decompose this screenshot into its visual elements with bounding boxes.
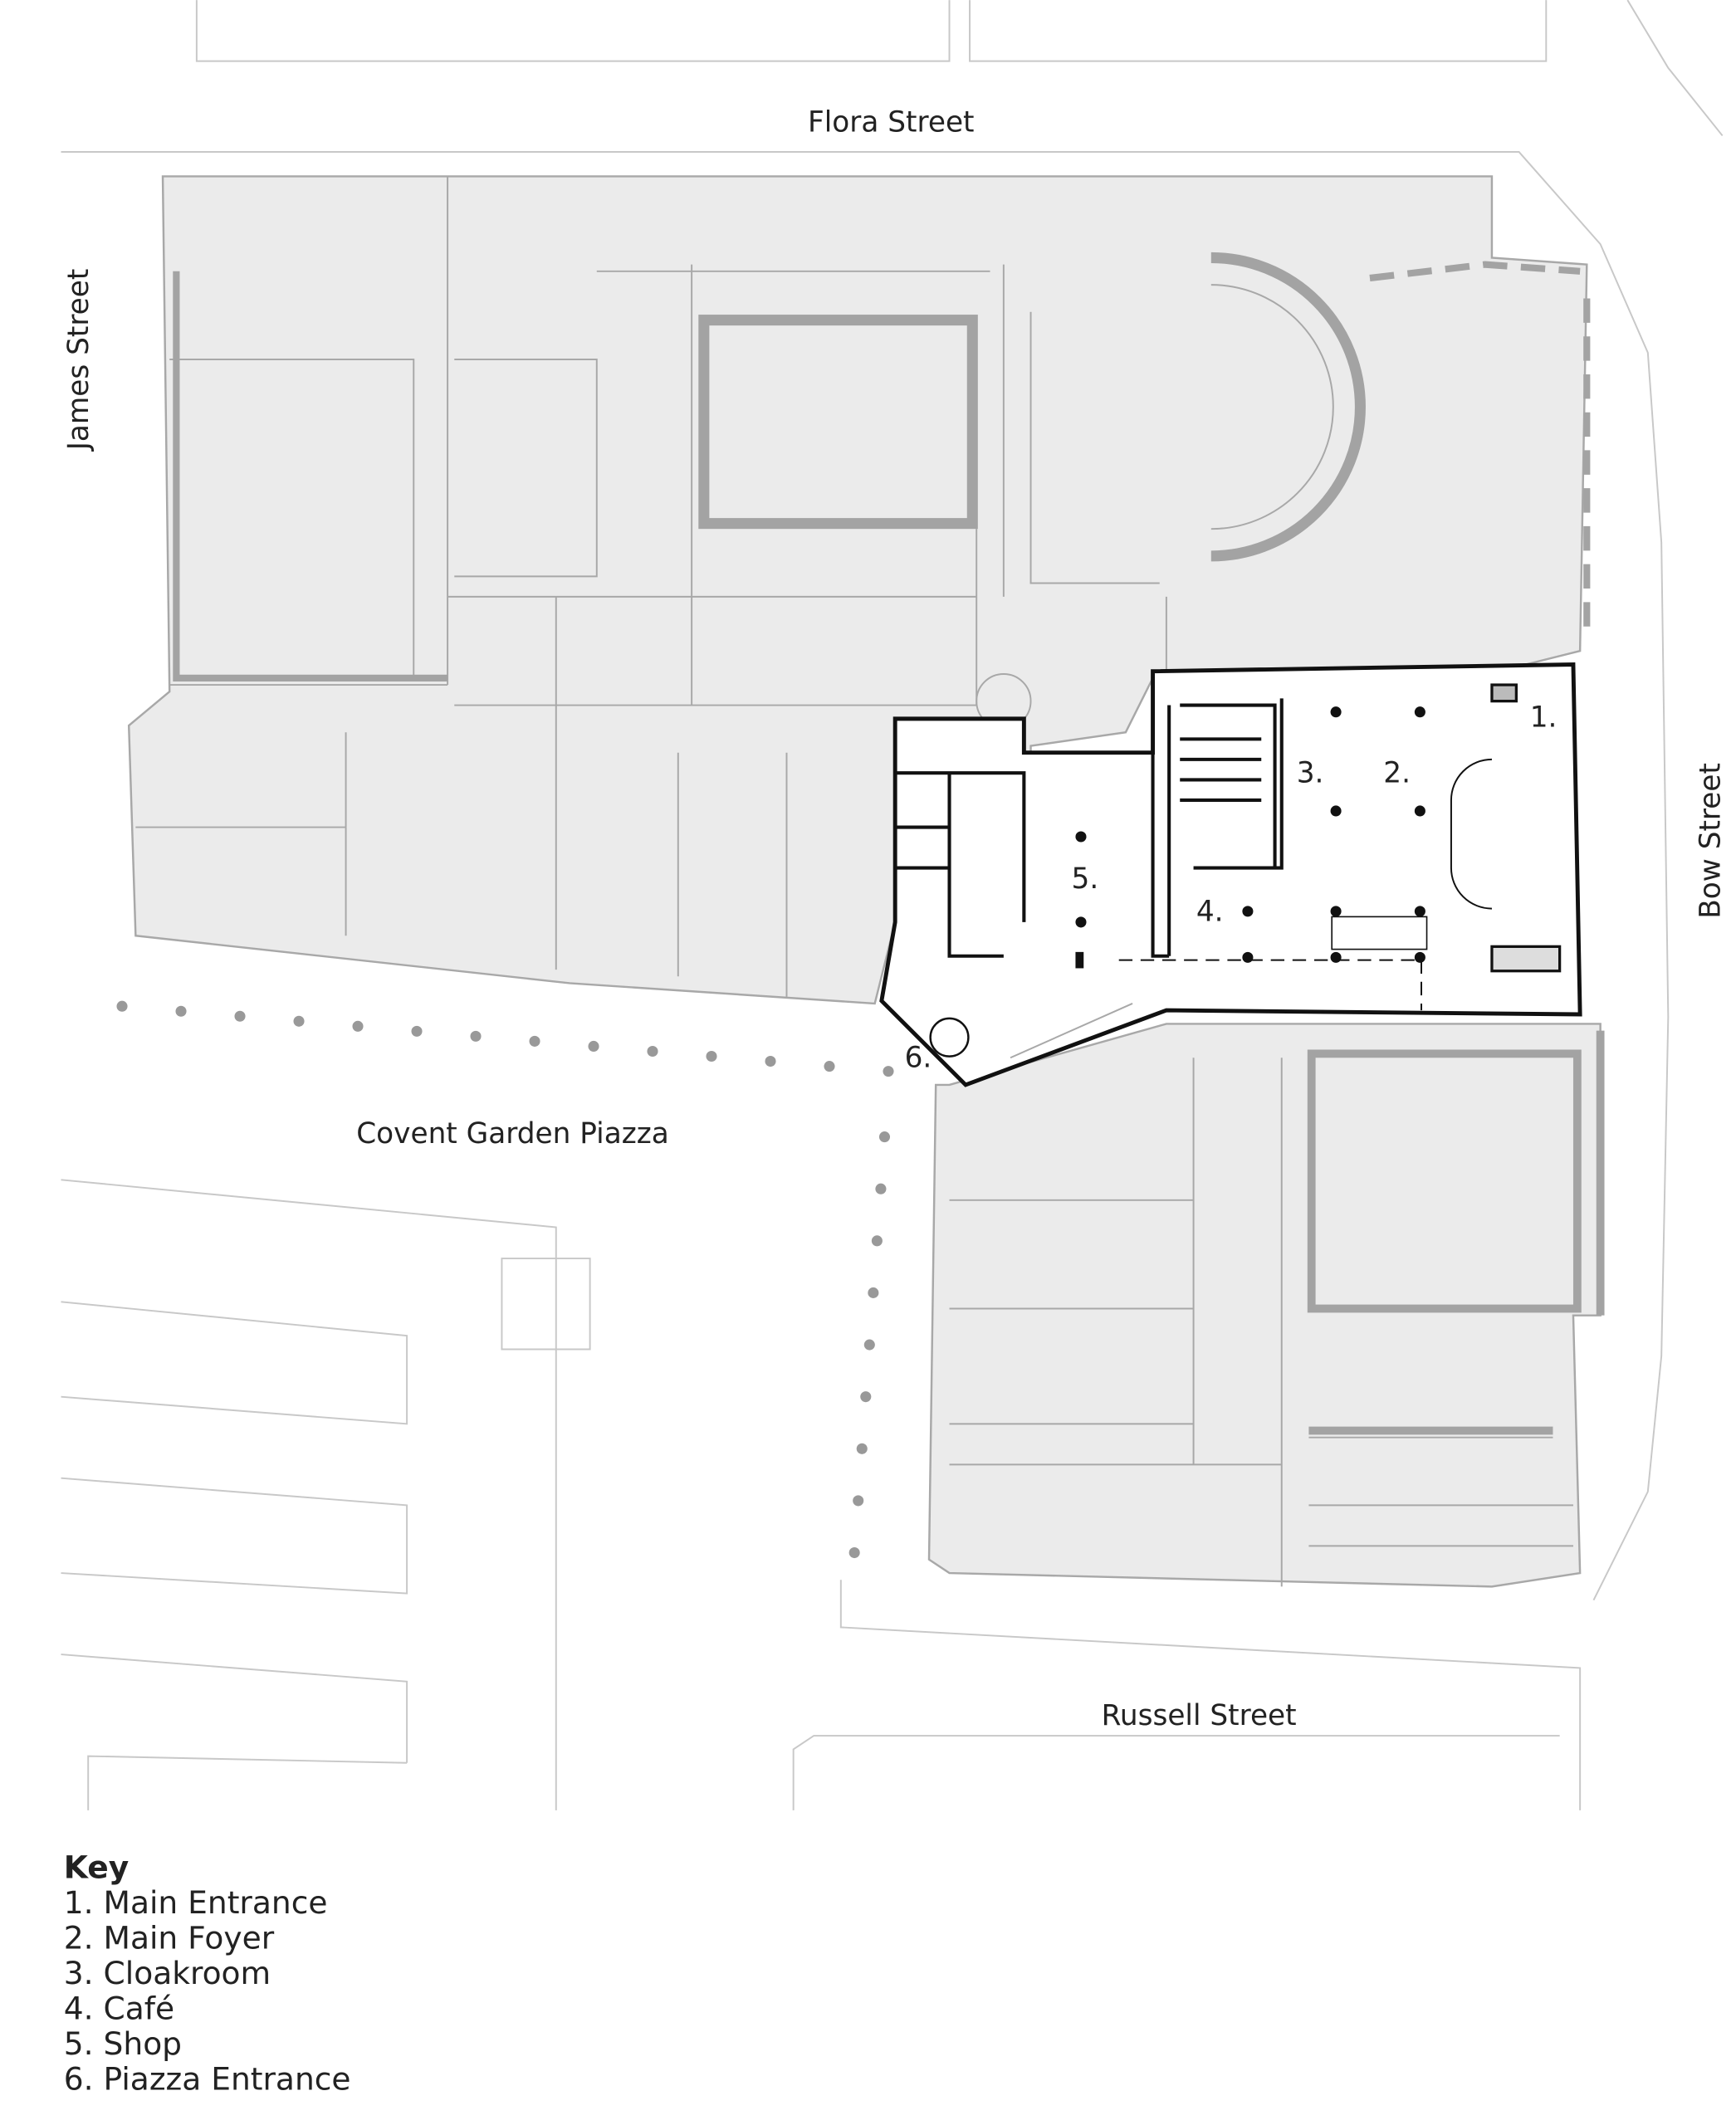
foyer-area — [879, 662, 1582, 1087]
colonnade-post — [706, 1050, 717, 1062]
key-item: 6. Piazza Entrance — [64, 2060, 351, 2097]
label-cafe: 4. — [1196, 895, 1224, 928]
key-item: 3. Cloakroom — [64, 1955, 271, 1991]
key-legend: Key 1. Main Entrance 2. Main Foyer 3. Cl… — [64, 1849, 351, 2098]
colonnade-post — [175, 1005, 187, 1017]
colonnade-post — [765, 1056, 776, 1067]
shop-column — [1075, 951, 1084, 969]
column — [1242, 951, 1254, 963]
south-walls — [949, 1030, 1605, 1587]
column — [1414, 805, 1425, 817]
column — [1330, 805, 1342, 817]
column — [1330, 951, 1342, 963]
foyer-walls — [895, 677, 1562, 1059]
colonnade-post — [856, 1443, 868, 1454]
colonnade-post — [860, 1391, 872, 1403]
column — [1414, 706, 1425, 718]
street-context — [61, 0, 1724, 1810]
interior-walls — [135, 176, 1591, 997]
street-label-bow: Bow Street — [1694, 763, 1727, 919]
key-item: 1. Main Entrance — [64, 1884, 328, 1921]
colonnade-post — [871, 1235, 883, 1247]
label-main-entrance: 1. — [1530, 701, 1558, 735]
colonnade-post — [875, 1183, 887, 1194]
street-label-flora: Flora Street — [808, 106, 974, 139]
colonnade-post — [863, 1339, 875, 1351]
key-item: 4. Café — [64, 1991, 174, 2027]
column — [1330, 906, 1342, 917]
colonnade-post — [868, 1287, 879, 1298]
label-shop: 5. — [1072, 862, 1099, 896]
street-label-russell: Russell Street — [1102, 1699, 1297, 1732]
piazza-label: Covent Garden Piazza — [356, 1117, 669, 1150]
column — [1075, 916, 1087, 928]
colonnade-post — [647, 1045, 658, 1058]
key-item: 5. Shop — [64, 2025, 182, 2062]
colonnade-post — [470, 1030, 482, 1042]
colonnade-post — [848, 1547, 860, 1559]
colonnade-post — [234, 1010, 246, 1022]
colonnade-post — [853, 1495, 864, 1507]
colonnade-post — [588, 1040, 599, 1052]
column — [1414, 951, 1425, 963]
column — [1414, 906, 1425, 917]
colonnade-post — [529, 1035, 540, 1047]
colonnade-post — [352, 1020, 364, 1032]
key-item: 2. Main Foyer — [64, 1920, 275, 1956]
foyer-columns — [1075, 706, 1425, 963]
colonnade-post — [883, 1066, 894, 1077]
colonnade-post — [293, 1015, 305, 1027]
label-main-foyer: 2. — [1383, 757, 1411, 790]
street-label-james: James Street — [62, 269, 95, 452]
column — [1075, 831, 1087, 843]
label-piazza-entrance: 6. — [905, 1042, 932, 1075]
piazza-colonnade — [116, 1000, 894, 1559]
label-cloakroom: 3. — [1297, 757, 1324, 790]
column — [1242, 906, 1254, 917]
colonnade-post — [411, 1025, 423, 1037]
key-title: Key — [64, 1849, 129, 1886]
colonnade-post — [824, 1061, 835, 1072]
colonnade-post — [878, 1131, 891, 1143]
colonnade-post — [116, 1000, 128, 1012]
south-building — [927, 1023, 1602, 1588]
column — [1330, 706, 1342, 718]
